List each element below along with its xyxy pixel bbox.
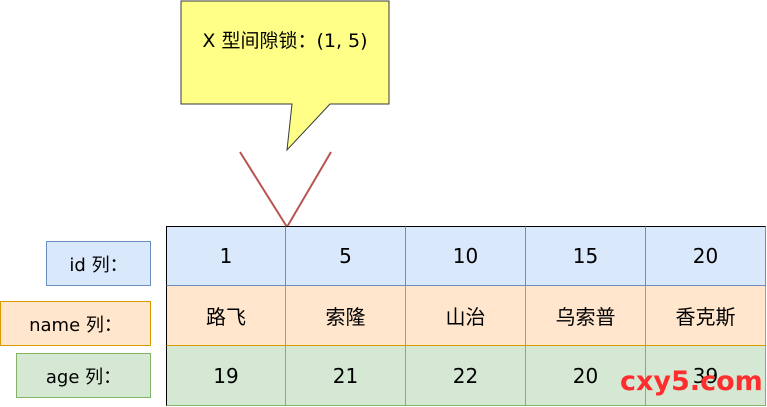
age-cell: 21 [286,346,406,406]
id-row-label: id 列： [46,241,151,286]
name-cell: 索隆 [286,286,406,346]
id-cell: 15 [526,226,646,286]
watermark: cxy5.com [620,366,763,397]
id-row: 1 5 10 15 20 [166,226,766,286]
age-cell: 39 [646,346,766,406]
age-cell: 19 [166,346,286,406]
callout-text: X 型间隙锁：(1, 5) [202,30,368,52]
callout-bubble [180,0,390,152]
name-cell: 香克斯 [646,286,766,346]
id-cell: 5 [286,226,406,286]
name-cell: 乌索普 [526,286,646,346]
record-table: 1 5 10 15 20 路飞 索隆 山治 乌索普 香克斯 19 21 22 2… [166,226,766,406]
name-row: 路飞 索隆 山治 乌索普 香克斯 [166,286,766,346]
id-cell: 20 [646,226,766,286]
name-row-label: name 列： [0,301,151,346]
age-row-label: age 列： [16,353,151,398]
id-cell: 1 [166,226,286,286]
name-cell: 路飞 [166,286,286,346]
gap-marker [239,151,332,229]
age-row: 19 21 22 20 39 [166,346,766,406]
age-cell: 20 [526,346,646,406]
id-cell: 10 [406,226,526,286]
age-cell: 22 [406,346,526,406]
name-cell: 山治 [406,286,526,346]
